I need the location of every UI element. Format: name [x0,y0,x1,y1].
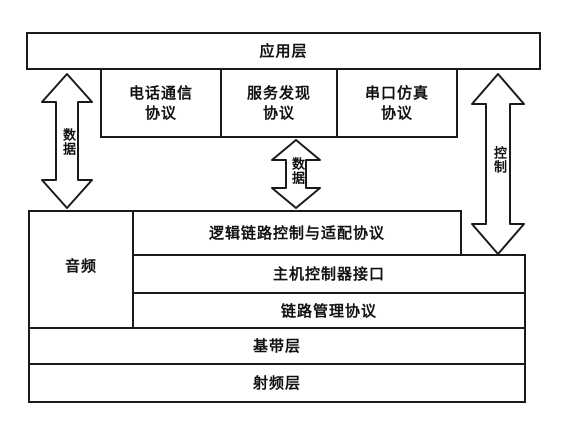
service-discovery-label-2: 协议 [262,104,295,122]
serial-emulation-label-1: 串口仿真 [364,84,429,102]
application-layer: 应用层 [26,32,541,70]
serial-emulation-label-2: 协议 [380,104,413,122]
baseband-layer: 基带层 [28,327,526,365]
telephony-protocol-label-1: 电话通信 [128,84,193,102]
middle-data-arrow [271,139,321,209]
l2cap-label: 逻辑链路控制与适配协议 [208,224,385,242]
middle-data-arrow-label: 数据 [289,157,304,185]
right-control-arrow-label: 控制 [491,146,506,174]
telephony-protocol-label-2: 协议 [144,104,177,122]
hci-layer: 主机控制器接口 [132,254,526,294]
audio-box: 音频 [28,210,134,329]
serial-emulation-protocol-box: 串口仿真 协议 [336,68,458,138]
right-control-arrow [471,73,525,255]
application-layer-label: 应用层 [259,42,308,60]
audio-label: 音频 [64,257,97,275]
lmp-label: 链路管理协议 [280,301,377,320]
radio-label: 射频层 [252,374,301,392]
baseband-label: 基带层 [252,337,301,355]
service-discovery-label-1: 服务发现 [246,84,311,102]
left-data-arrow-label: 数据 [60,128,75,156]
lmp-layer: 链路管理协议 [132,292,526,329]
service-discovery-protocol-box: 服务发现 协议 [220,68,338,138]
telephony-protocol-box: 电话通信 协议 [100,68,222,138]
left-data-arrow [41,73,93,209]
hci-label: 主机控制器接口 [272,265,385,283]
l2cap-layer: 逻辑链路控制与适配协议 [132,210,462,256]
radio-layer: 射频层 [28,363,526,403]
